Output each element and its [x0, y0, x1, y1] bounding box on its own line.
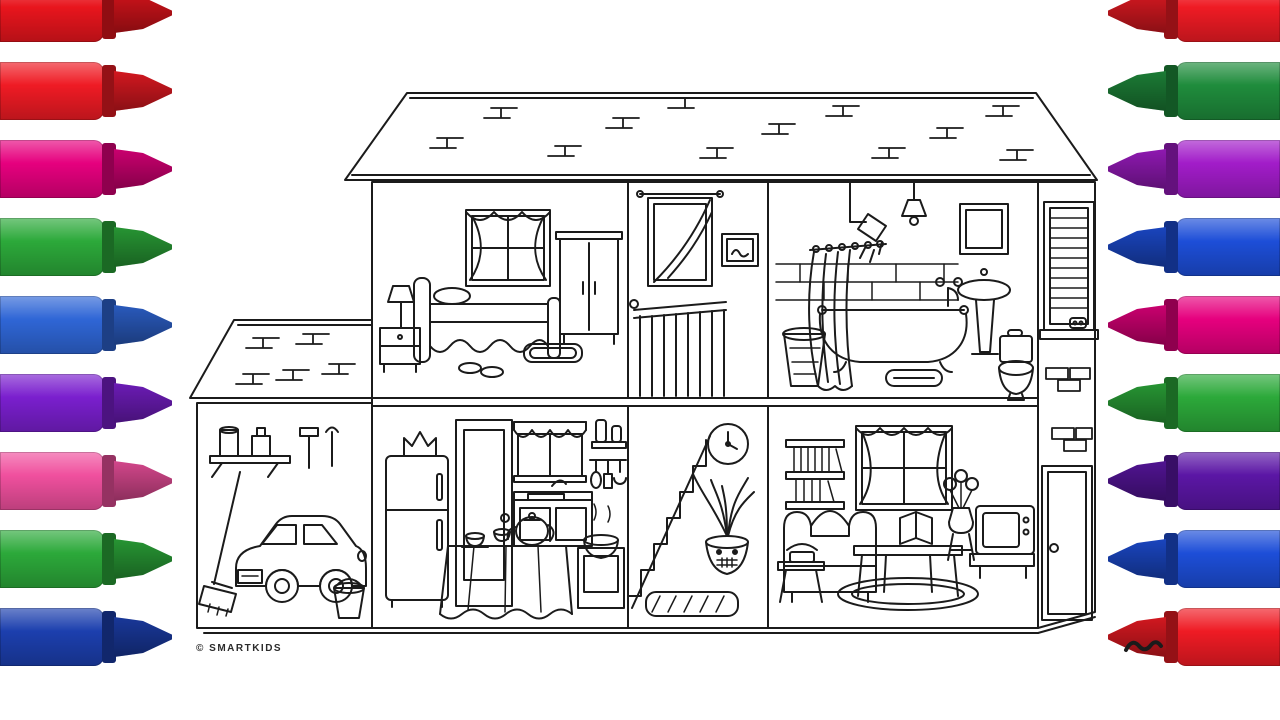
marker-body: [0, 296, 104, 354]
marker-body: [0, 374, 104, 432]
wardrobe: [555, 231, 623, 345]
marker-band: [102, 533, 116, 585]
left-marker-purple: [0, 374, 172, 432]
banister: [629, 299, 727, 397]
marker-band: [102, 221, 116, 273]
room-living: [777, 425, 1035, 611]
pedestal-sink: [957, 203, 1011, 355]
left-marker-green: [0, 218, 172, 276]
main-roof: [344, 92, 1098, 181]
bedroom-rug: [523, 343, 583, 363]
bottle-shelf: [591, 419, 627, 449]
car: [235, 515, 367, 603]
doormat: [645, 591, 739, 617]
marker-body: [0, 218, 104, 276]
nightstand-lamp: [379, 285, 421, 373]
utensil-rail: [589, 459, 627, 489]
shuttered-window: [1039, 201, 1099, 340]
living-window: [855, 425, 953, 511]
room-bedroom: [379, 209, 623, 378]
marker-body: [0, 452, 104, 510]
garage-bucket: [333, 578, 365, 619]
left-marker-blue: [0, 296, 172, 354]
tools: [299, 426, 339, 469]
wall-shelf: [209, 426, 291, 478]
television: [969, 505, 1035, 579]
shower-curtain: [808, 240, 887, 391]
marker-band: [102, 455, 116, 507]
broom: [198, 471, 241, 617]
awning-window: [513, 421, 587, 483]
marker-tip-icon: [114, 0, 172, 33]
marker-body: [0, 140, 104, 198]
watermark: © SMARTKIDS: [196, 643, 282, 654]
marker-band: [102, 65, 116, 117]
left-marker-red-2: [0, 62, 172, 120]
marker-band: [102, 299, 116, 351]
marker-band: [102, 143, 116, 195]
bed: [413, 277, 561, 363]
brick-patches: [1045, 367, 1093, 452]
ink-scribble: [1124, 640, 1163, 652]
room-kitchen: [385, 419, 627, 620]
left-marker-green-2: [0, 530, 172, 588]
staircase: [627, 435, 711, 613]
dining-table: [439, 512, 573, 620]
laundry-basket: [782, 327, 826, 387]
crown-ornament: [403, 431, 437, 457]
marker-body: [0, 0, 104, 42]
wall-clock: [707, 423, 749, 465]
room-stairwell: [627, 423, 755, 617]
left-marker-navy: [0, 608, 172, 666]
bath-mat: [885, 369, 943, 387]
left-marker-pink: [0, 452, 172, 510]
living-rug: [837, 577, 979, 611]
toilet: [998, 329, 1034, 401]
entry-door: [1041, 465, 1093, 621]
roofs: [189, 92, 1098, 399]
exterior-side-wall: [1039, 201, 1099, 621]
marker-body: [0, 62, 104, 120]
garage-room: [196, 402, 373, 629]
telephone-table: [777, 543, 825, 603]
marker-band: [102, 611, 116, 663]
marker-band: [102, 0, 116, 39]
landing-window: [636, 190, 724, 287]
slippers: [458, 362, 504, 378]
marker-body: [0, 608, 104, 666]
left-marker-red: [0, 0, 172, 42]
picture-frame: [721, 233, 759, 267]
marker-strip-left: [0, 0, 182, 720]
bookshelves: [785, 439, 845, 510]
interior-door: [455, 419, 513, 607]
room-stair-landing: [629, 190, 759, 397]
face-pot-plant: [692, 473, 755, 575]
ceiling-lamp: [901, 181, 927, 226]
garage-roof: [189, 319, 373, 399]
flower-stand: [943, 469, 979, 561]
room-bathroom: [775, 181, 1034, 401]
left-marker-magenta: [0, 140, 172, 198]
room-garage: [198, 426, 367, 619]
marker-band: [102, 377, 116, 429]
bedroom-window: [465, 209, 551, 287]
pot-on-stove: [577, 503, 625, 609]
marker-body: [0, 530, 104, 588]
